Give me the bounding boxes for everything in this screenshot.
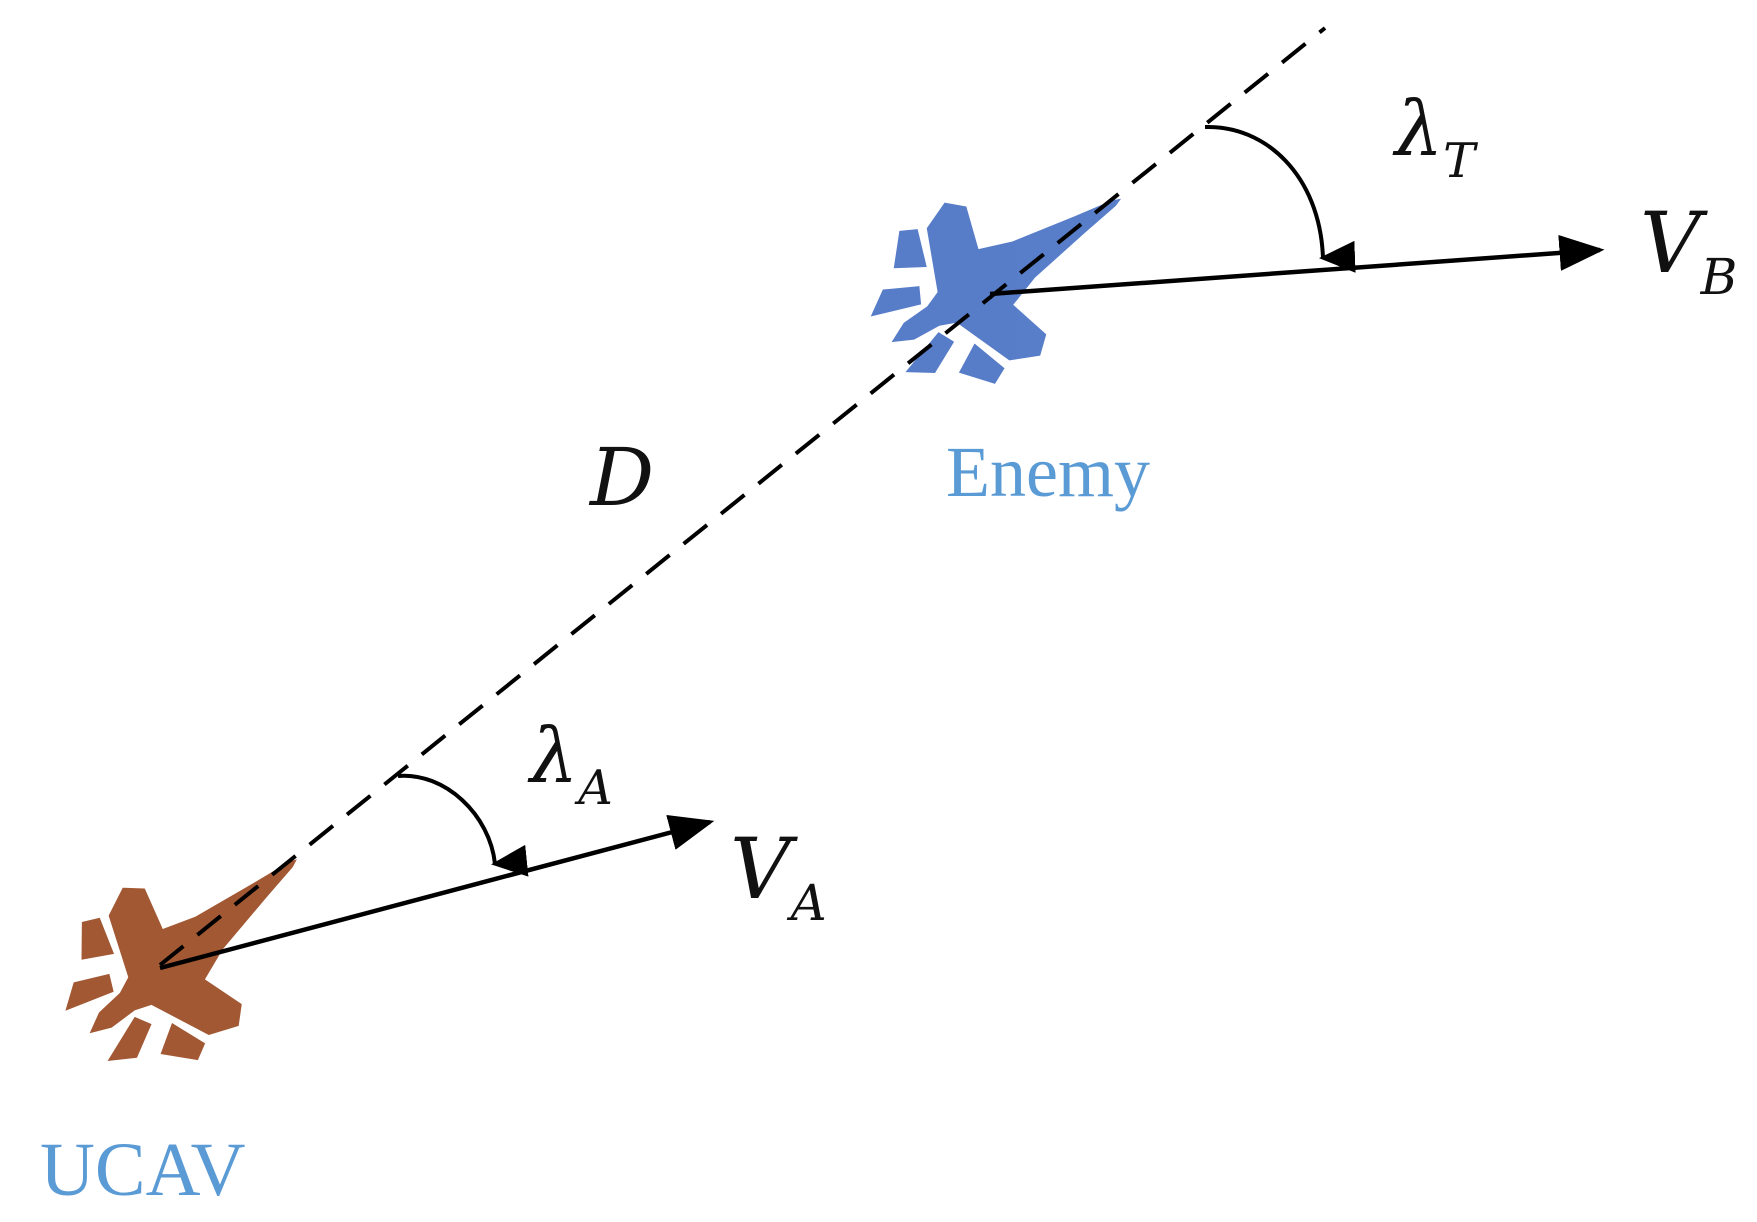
velocity-vector-b — [989, 234, 1605, 297]
v-b-label: VB — [1640, 194, 1737, 306]
line-of-sight — [158, 26, 1327, 967]
lambda-a-label: λA — [527, 711, 613, 816]
velocity-vector-a — [159, 814, 715, 971]
v-a-label: VA — [730, 820, 827, 932]
enemy-label: Enemy — [946, 432, 1150, 512]
angle-arc-lambda-a — [397, 773, 529, 877]
ucav-aircraft-icon — [28, 790, 355, 1105]
angle-arc-lambda-t — [1204, 124, 1356, 273]
lambda-t-label: λT — [1392, 84, 1478, 189]
ucav-label: UCAV — [40, 1128, 246, 1212]
distance-label: D — [588, 431, 654, 524]
